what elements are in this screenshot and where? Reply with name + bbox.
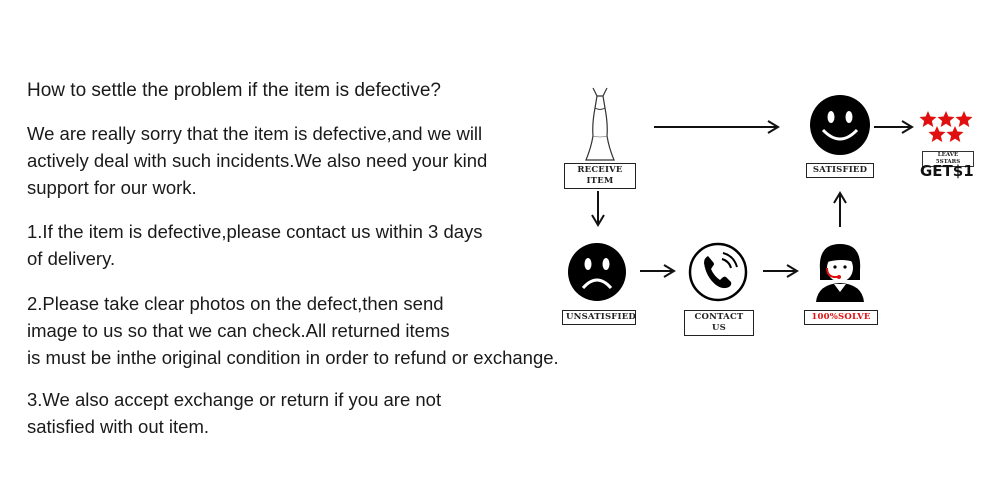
intro-line: actively deal with such incidents.We als… xyxy=(27,150,488,171)
leave-stars-label: LEAVE 5STARS xyxy=(922,151,974,167)
contact-us-label: CONTACT US xyxy=(684,310,754,336)
satisfied-label: SATISFIED xyxy=(806,163,874,178)
sad-face-icon xyxy=(568,243,626,301)
arrow-right-icon xyxy=(874,120,914,134)
get-reward-text: GET$1 xyxy=(920,162,974,180)
intro-paragraph: We are really sorry that the item is def… xyxy=(27,120,487,201)
five-stars-icon xyxy=(919,111,973,142)
page-title: How to settle the problem if the item is… xyxy=(27,80,441,101)
support-agent-icon xyxy=(816,244,864,302)
step-2-line: is must be inthe original condition in o… xyxy=(27,347,559,368)
arrow-right-icon xyxy=(654,120,780,134)
solve-label: 100%SOLVE xyxy=(804,310,878,325)
dress-icon xyxy=(585,87,615,161)
receive-item-label: RECEIVE ITEM xyxy=(564,163,636,189)
arrow-up-icon xyxy=(833,191,847,227)
phone-icon xyxy=(688,242,748,302)
intro-line: support for our work. xyxy=(27,177,197,198)
step-3-paragraph: 3.We also accept exchange or return if y… xyxy=(27,386,441,440)
step-3-line: 3.We also accept exchange or return if y… xyxy=(27,389,442,410)
smiley-face-icon xyxy=(810,95,870,155)
step-2-line: 2.Please take clear photos on the defect… xyxy=(27,293,444,314)
step-1-line: 1.If the item is defective,please contac… xyxy=(27,221,483,242)
arrow-right-icon xyxy=(763,264,799,278)
step-2-paragraph: 2.Please take clear photos on the defect… xyxy=(27,290,559,371)
step-2-line: image to us so that we can check.All ret… xyxy=(27,320,450,341)
step-1-line: of delivery. xyxy=(27,248,116,269)
step-3-line: satisfied with out item. xyxy=(27,416,209,437)
unsatisfied-label: UNSATISFIED xyxy=(562,310,636,325)
step-1-paragraph: 1.If the item is defective,please contac… xyxy=(27,218,483,272)
arrow-down-icon xyxy=(591,191,605,227)
intro-line: We are really sorry that the item is def… xyxy=(27,123,483,144)
arrow-right-icon xyxy=(640,264,676,278)
